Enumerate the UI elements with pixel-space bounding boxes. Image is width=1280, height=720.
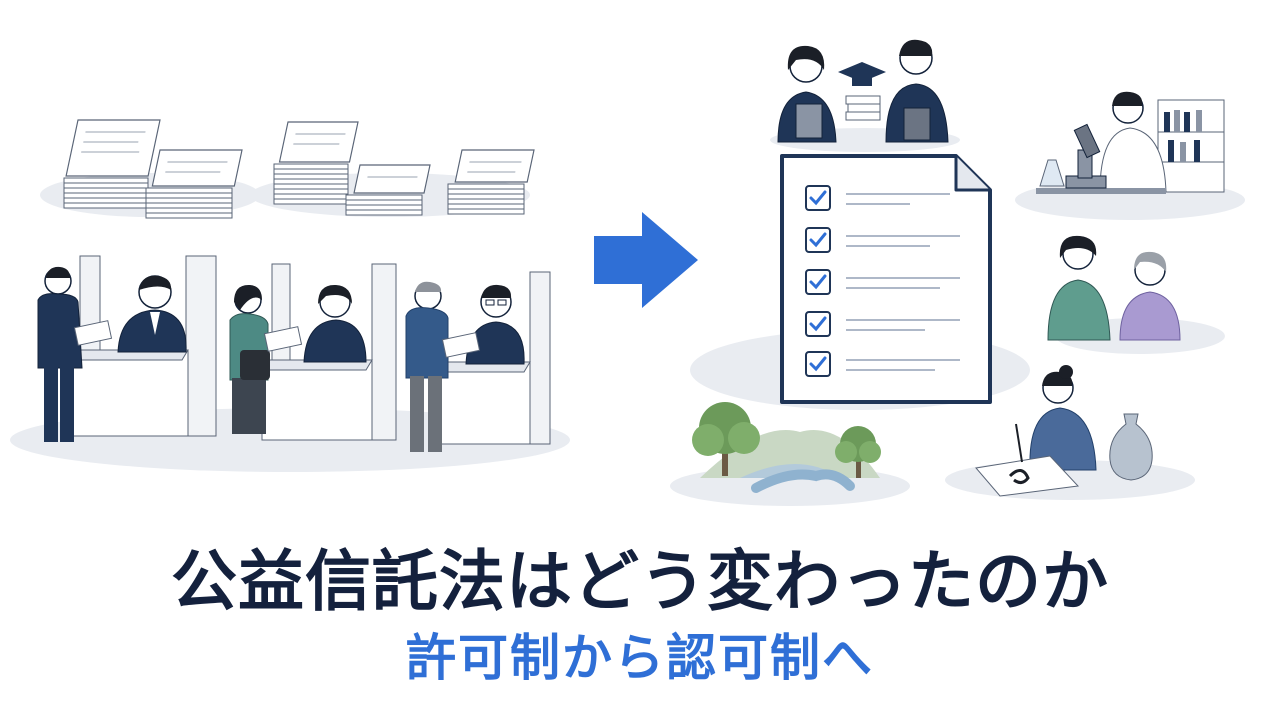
document-stack-icon <box>447 149 535 215</box>
tree-icon <box>692 402 760 476</box>
clerk-figure <box>465 284 525 365</box>
checkbox-icon <box>805 227 831 253</box>
document-stack-icon <box>145 149 243 219</box>
students-figure <box>777 39 949 143</box>
visitor-figure <box>37 266 113 442</box>
microscope-icon <box>1039 123 1107 189</box>
checkbox-icon <box>805 185 831 211</box>
visitor-figure <box>405 281 481 452</box>
calligrapher-figure <box>975 365 1097 497</box>
checkbox-icon <box>805 351 831 377</box>
tree-icon <box>835 426 881 478</box>
page-subtitle: 許可制から認可制へ <box>406 629 874 687</box>
clerk-figure <box>117 275 187 353</box>
page-title: 公益信託法はどう変わったのか <box>171 543 1109 620</box>
visitor-figure <box>229 284 303 434</box>
document-stack-icon <box>273 121 359 205</box>
document-stack-icon <box>345 164 431 216</box>
checklist <box>805 185 960 377</box>
illustration-scene <box>10 39 1245 506</box>
service-counter <box>71 255 551 445</box>
nature-scene <box>692 402 881 493</box>
vase-icon <box>1109 413 1153 481</box>
scientist-figure <box>1036 91 1225 194</box>
checkbox-icon <box>805 311 831 337</box>
arrow-right-icon <box>594 212 698 308</box>
caregiver-figure <box>1047 235 1181 341</box>
mortarboard-icon <box>838 62 886 121</box>
document-stack-icon <box>63 119 161 209</box>
clerk-figure <box>303 284 367 363</box>
checkbox-icon <box>805 269 831 295</box>
